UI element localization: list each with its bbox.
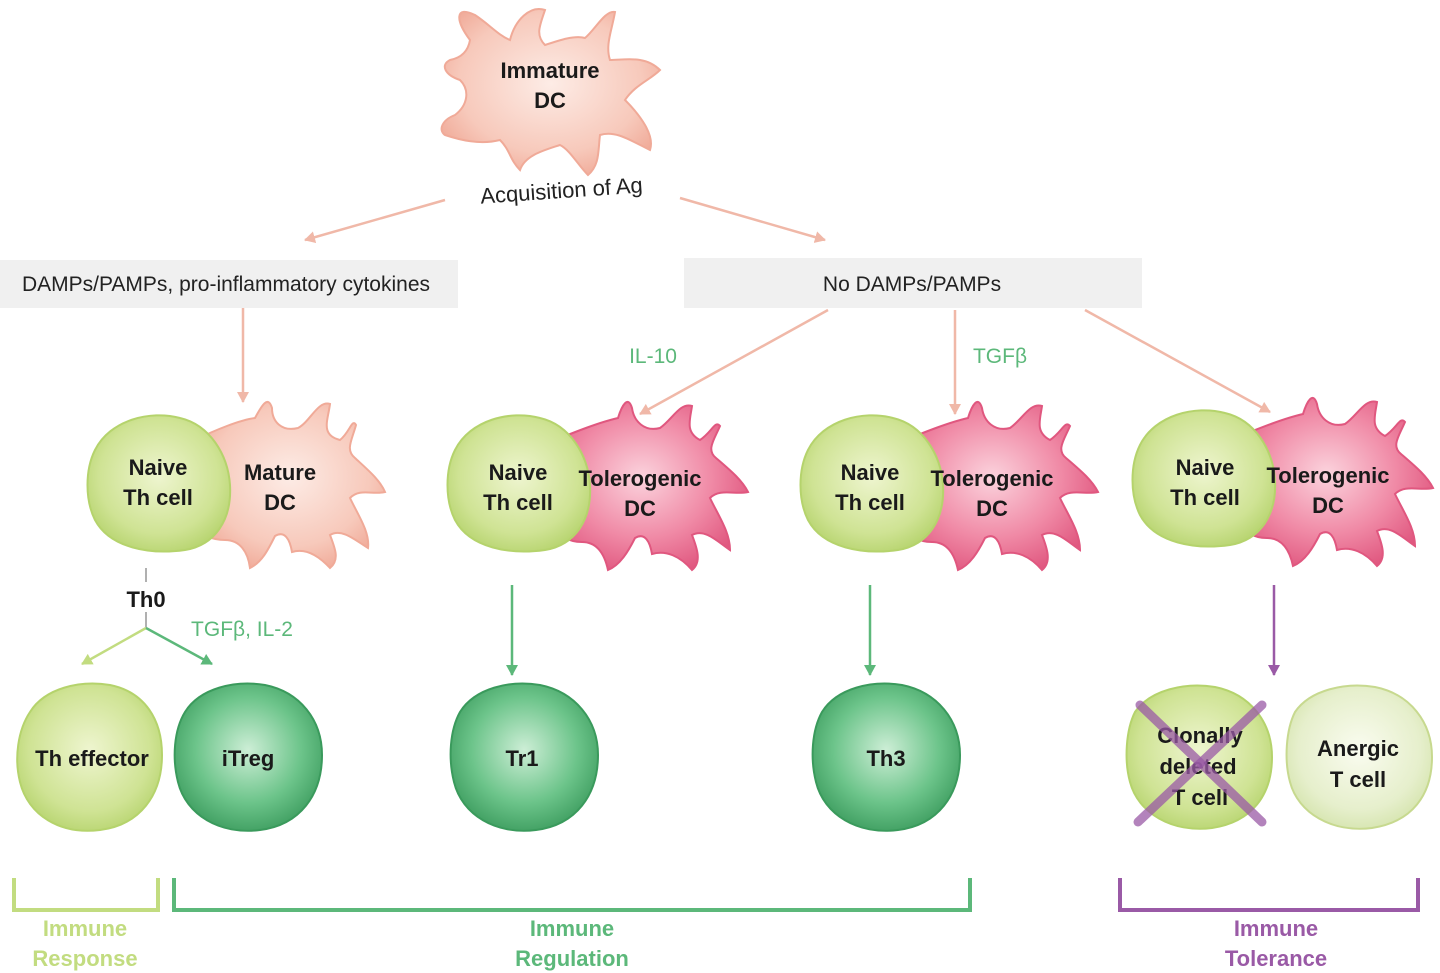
immune-regulation-label-1: Immune: [530, 916, 614, 941]
pair1-dc-label-2: DC: [264, 490, 296, 515]
damps-box: DAMPs/PAMPs, pro-inflammatory cytokines: [0, 260, 458, 308]
th-effector-cell: Th effector: [16, 682, 164, 832]
immune-tolerance-label-1: Immune: [1234, 916, 1318, 941]
th0-label: Th0: [126, 587, 165, 612]
pair4-th-label-1: Naive: [1176, 455, 1235, 480]
immature-dc-label-1: Immature: [500, 58, 599, 83]
il10-label: IL-10: [629, 345, 677, 368]
immune-tolerance-bracket: [1118, 878, 1420, 912]
pair4-dc-label-2: DC: [1312, 493, 1344, 518]
pair2-dc-label-1: Tolerogenic: [578, 466, 701, 491]
no-damps-label: No DAMPs/PAMPs: [823, 273, 1001, 296]
no-damps-box: No DAMPs/PAMPs: [684, 258, 1142, 308]
tr1-label: Tr1: [505, 746, 538, 771]
immature-dc-label-2: DC: [534, 88, 566, 113]
pair1-th-label-2: Th cell: [123, 485, 193, 510]
pair2-dc-label-2: DC: [624, 496, 656, 521]
pair-tolerogenic-3: Naive Th cell Tolerogenic DC: [1131, 397, 1435, 568]
arrow-to-tolerance-pair: [1084, 308, 1271, 414]
pair3-dc-label-1: Tolerogenic: [930, 466, 1053, 491]
pair-tolerogenic-2: Naive Th cell Tolerogenic DC: [799, 401, 1100, 572]
pair2-th-label-2: Th cell: [483, 490, 553, 515]
pair1-dc-label-1: Mature: [244, 460, 316, 485]
immature-dc: Immature DC: [440, 8, 662, 177]
pair4-dc-label-1: Tolerogenic: [1266, 463, 1389, 488]
arrow-to-damps: [304, 198, 446, 244]
tr1-cell: Tr1: [449, 682, 600, 832]
pair2-th-label-1: Naive: [489, 460, 548, 485]
pair-mature: Naive Th cell Mature DC: [86, 401, 387, 570]
clonally-deleted-cell: Clonally deleted T cell: [1125, 684, 1274, 830]
arrow-to-tr1-pair: [639, 308, 829, 416]
immune-response-bracket: [12, 878, 160, 912]
pair3-dc-label-2: DC: [976, 496, 1008, 521]
acquisition-label: Acquisition of Ag: [479, 172, 643, 208]
tgfb-label: TGFβ: [973, 345, 1027, 368]
anergic-cell: Anergic T cell: [1285, 684, 1434, 830]
itreg-cell: iTreg: [173, 682, 324, 832]
pair3-th-label-2: Th cell: [835, 490, 905, 515]
damps-label: DAMPs/PAMPs, pro-inflammatory cytokines: [22, 273, 430, 296]
immune-regulation-label-2: Regulation: [515, 946, 629, 971]
arrow-to-itreg: [145, 626, 213, 666]
pair-tolerogenic-1: Naive Th cell Tolerogenic DC: [446, 401, 750, 572]
immune-response-label-2: Response: [32, 946, 137, 971]
pair3-th-label-1: Naive: [841, 460, 900, 485]
deleted-cross-2: [1133, 700, 1267, 827]
arrow-to-no-damps: [679, 196, 826, 243]
immune-regulation-bracket: [172, 878, 972, 912]
clonally-deleted-label-3: T cell: [1172, 785, 1228, 810]
arrow-to-th-effector: [81, 626, 147, 666]
th3-cell: Th3: [811, 682, 962, 832]
anergic-label-2: T cell: [1330, 767, 1386, 792]
tgfb-il2-label: TGFβ, IL-2: [191, 618, 293, 641]
pair4-th-label-2: Th cell: [1170, 485, 1240, 510]
anergic-label-1: Anergic: [1317, 736, 1399, 761]
immune-response-label-1: Immune: [43, 916, 127, 941]
itreg-label: iTreg: [222, 746, 275, 771]
th3-label: Th3: [866, 746, 905, 771]
pair1-th-label-1: Naive: [129, 455, 188, 480]
immune-tolerance-label-2: Tolerance: [1225, 946, 1327, 971]
th-effector-label: Th effector: [35, 746, 149, 771]
